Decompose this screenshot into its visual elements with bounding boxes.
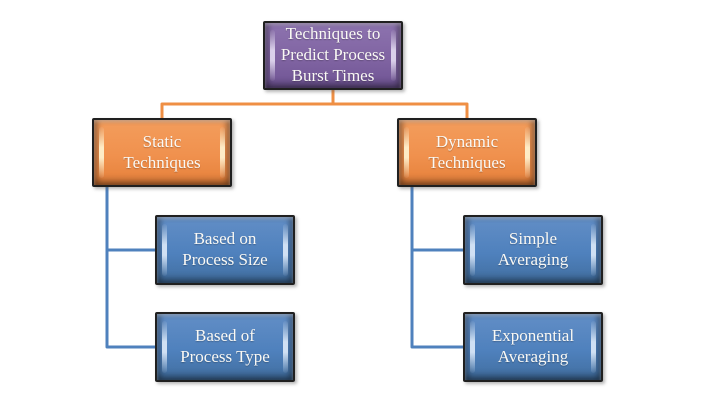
leaf-node-label: Simple Averaging xyxy=(497,229,569,269)
leaf-node-label: Based of Process Type xyxy=(180,326,270,366)
branch-node-label: Static Techniques xyxy=(123,131,201,172)
leaf-node-simple-averaging: Simple Averaging xyxy=(463,215,603,285)
connector-dynamic-to-child2 xyxy=(410,250,464,349)
leaf-node-based-of-process-type: Based of Process Type xyxy=(155,312,295,382)
connector-dynamic-to-child1 xyxy=(410,186,464,252)
branch-node-label: Dynamic Techniques xyxy=(428,131,506,172)
leaf-node-based-on-process-size: Based on Process Size xyxy=(155,215,295,285)
connector-root-to-branches xyxy=(160,102,469,118)
branch-node-static-techniques: Static Techniques xyxy=(92,118,232,187)
leaf-node-exponential-averaging: Exponential Averaging xyxy=(463,312,603,382)
root-node-label: Techniques to Predict Process Burst Time… xyxy=(280,24,386,85)
connector-static-to-child2 xyxy=(105,250,156,349)
leaf-node-label: Based on Process Size xyxy=(182,229,268,269)
branch-node-dynamic-techniques: Dynamic Techniques xyxy=(397,118,537,187)
leaf-node-label: Exponential Averaging xyxy=(491,326,575,366)
root-node-techniques-to-predict-process-burst-times: Techniques to Predict Process Burst Time… xyxy=(263,21,403,90)
connector-static-to-child1 xyxy=(105,186,156,252)
